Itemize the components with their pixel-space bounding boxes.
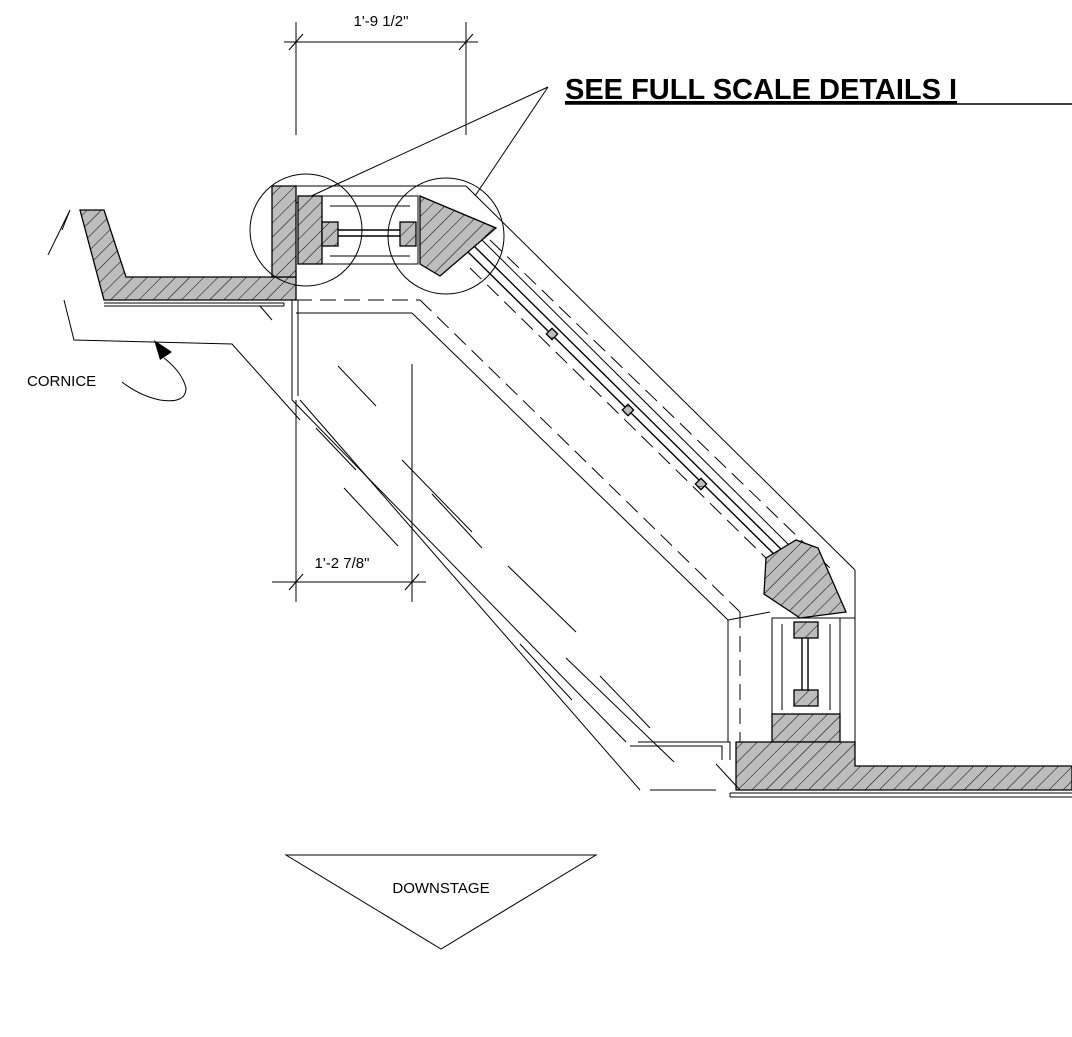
dimension-top: 1'-9 1/2" [284,13,478,135]
dimension-bottom-label: 1'-2 7/8" [315,555,370,572]
dimension-bottom: 1'-2 7/8" [272,364,426,602]
lower-frame [771,617,841,743]
title-label: SEE FULL SCALE DETAILS I [565,74,957,106]
downstage-label: DOWNSTAGE [392,880,489,897]
upper-frame [249,173,505,314]
title-note: SEE FULL SCALE DETAILS I [295,74,1072,204]
cornice-callout: CORNICE [27,340,187,402]
angled-wall [411,185,856,742]
cornice-arrowhead [154,340,172,360]
floor-section [630,741,1072,798]
sightlines [259,300,716,791]
dimension-top-label: 1'-9 1/2" [354,13,409,30]
cornice-section [47,185,301,421]
cornice-label: CORNICE [27,373,96,390]
downstage-marker: DOWNSTAGE [284,854,598,950]
